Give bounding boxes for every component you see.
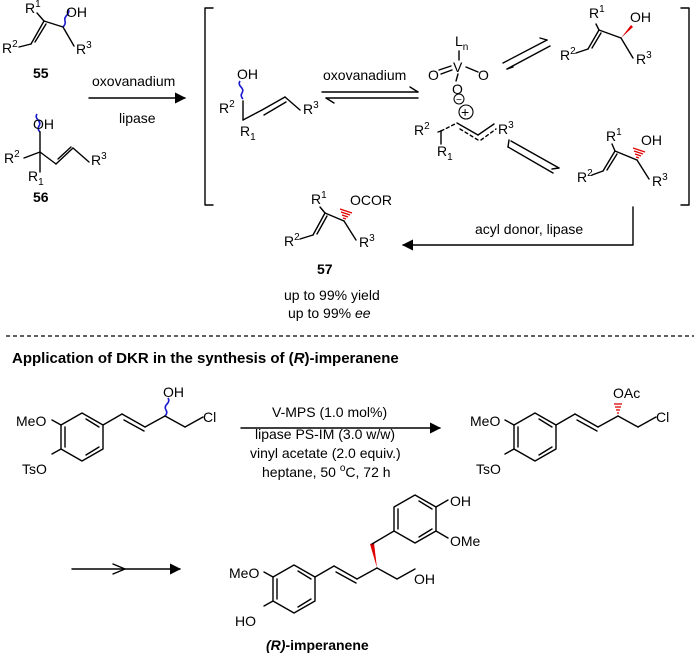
acetate-product: MeO TsO OAc Cl xyxy=(470,385,669,477)
r2-label: R2 xyxy=(414,121,430,138)
oh-label: OH xyxy=(33,116,54,132)
minus-sign: − xyxy=(456,95,462,106)
oxygen-label: O xyxy=(478,67,489,83)
ee-text: up to 99% ee xyxy=(288,305,371,321)
r-allylic-alcohol: R1 R2 OH R3 xyxy=(560,4,652,67)
oac-label: OAc xyxy=(613,385,640,401)
oh-label: OH xyxy=(450,493,471,509)
wedge-bond xyxy=(621,25,633,38)
r3-label: R3 xyxy=(636,50,652,67)
r1-label: R1 xyxy=(240,123,256,143)
oh-label: OH xyxy=(163,384,184,400)
r3-label: R3 xyxy=(498,120,514,137)
compound-56-label: 56 xyxy=(33,189,49,205)
equilibrium-arrow-1 xyxy=(321,86,419,104)
arrow-top-label: oxovanadium xyxy=(92,73,175,89)
compound-57-structure: R1 R2 OCOR R3 57 up to 99% yield up to 9… xyxy=(284,190,392,321)
wedge-bond xyxy=(370,543,377,568)
r1-label: R1 xyxy=(437,143,453,163)
r1-label: R1 xyxy=(28,168,44,188)
plus-sign: + xyxy=(461,104,469,120)
compound-55-label: 55 xyxy=(33,65,49,81)
acylation-arrow xyxy=(401,206,634,251)
tso-label: TsO xyxy=(22,461,47,477)
cl-label: Cl xyxy=(203,409,216,425)
r2-label: R2 xyxy=(4,149,20,166)
right-bracket xyxy=(680,7,690,206)
oh-label: OH xyxy=(237,66,258,82)
r2-label: R2 xyxy=(577,168,593,185)
chlorohydrin-substrate: MeO TsO OH Cl xyxy=(16,384,216,477)
oh-label: OH xyxy=(630,9,651,25)
cl-label: Cl xyxy=(656,409,669,425)
ho-label: HO xyxy=(235,613,256,629)
oh-label: OH xyxy=(66,4,87,20)
condition-catalyst: V-MPS (1.0 mol%) xyxy=(272,404,387,420)
s-allylic-alcohol: R1 R2 OH R3 xyxy=(577,127,668,189)
multistep-arrow-head xyxy=(112,563,126,575)
r1-label: R1 xyxy=(25,0,41,16)
compound-55-structure: R1 R2 OH R3 55 xyxy=(2,0,92,81)
equilibrium-label: oxovanadium xyxy=(323,67,406,83)
bracket-substrate: OH R2 R1 R3 xyxy=(219,66,319,143)
negative-charge-icon xyxy=(453,93,465,105)
arrow-bottom-label: lipase xyxy=(119,110,156,126)
acylation-label: acyl donor, lipase xyxy=(475,221,583,237)
section-heading: Application of DKR in the synthesis of (… xyxy=(12,350,399,367)
compound-57-label: 57 xyxy=(317,261,333,277)
oh-label: OH xyxy=(641,132,662,148)
r3-label: R3 xyxy=(652,172,668,189)
condition-acyl: vinyl acetate (2.0 equiv.) xyxy=(250,445,401,461)
ome-label: OMe xyxy=(450,533,481,549)
oh-label: OH xyxy=(414,571,435,587)
vanadium-label: V xyxy=(453,59,463,75)
equilibrium-arrow-2 xyxy=(502,37,551,70)
hash-bond xyxy=(339,208,353,220)
hash-bond xyxy=(614,403,622,414)
vanadium-complex: Ln V O O − O xyxy=(428,33,489,106)
imperanene-structure: MeO HO OH OH OMe (R)-imperanene xyxy=(229,493,481,653)
yield-text: up to 99% yield xyxy=(284,287,380,303)
r2-label: R2 xyxy=(284,232,300,249)
imperanene-label: (R)-imperanene xyxy=(266,637,369,653)
r1-label: R1 xyxy=(311,190,327,207)
meo-label: MeO xyxy=(470,413,500,429)
hash-bond xyxy=(632,147,646,159)
ocor-label: OCOR xyxy=(350,192,392,208)
positive-charge-icon xyxy=(458,104,474,120)
tso-label: TsO xyxy=(476,461,501,477)
meo-label: MeO xyxy=(16,413,46,429)
oxide-label: O xyxy=(452,81,463,97)
r2-label: R2 xyxy=(560,46,576,63)
r3-label: R3 xyxy=(359,233,375,250)
condition-solvent: heptane, 50 oC, 72 h xyxy=(262,463,391,480)
condition-lipase: lipase PS-IM (3.0 w/w) xyxy=(255,426,395,442)
left-bracket xyxy=(204,7,214,206)
meo-label: MeO xyxy=(229,565,259,581)
equilibrium-arrow-3 xyxy=(507,139,560,174)
r3-label: R3 xyxy=(76,40,92,57)
r2-label: R2 xyxy=(2,39,18,56)
r3-label: R3 xyxy=(91,151,107,168)
oxo-label: O xyxy=(428,67,439,83)
r3-label: R3 xyxy=(303,100,319,117)
r1-label: R1 xyxy=(606,127,622,144)
r2-label: R2 xyxy=(219,99,235,116)
compound-56-structure: OH R2 R1 R3 56 xyxy=(4,113,107,205)
ligand-label: Ln xyxy=(455,33,468,53)
allyl-cation: + R2 R1 R3 xyxy=(414,104,514,163)
r1-label: R1 xyxy=(589,4,605,21)
